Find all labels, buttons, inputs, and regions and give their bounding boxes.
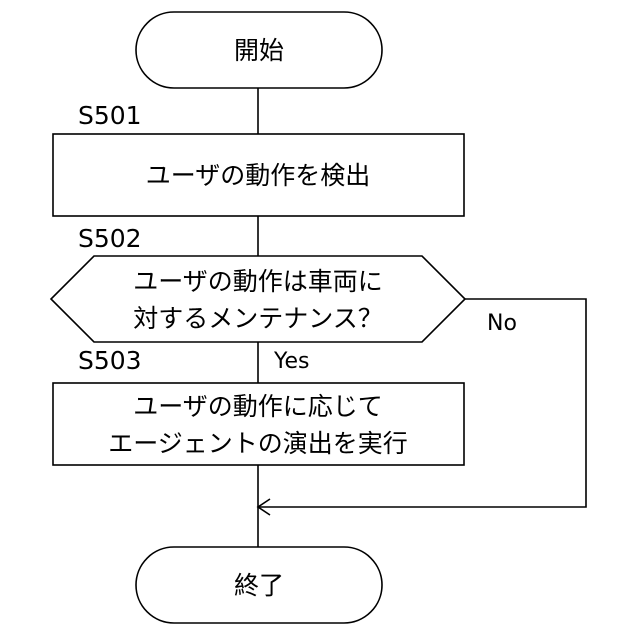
execute-label-line2: エージェントの演出を実行 — [108, 429, 408, 458]
step-label-s501: S501 — [78, 101, 142, 130]
execute-node: ユーザの動作に応じて エージェントの演出を実行 — [53, 383, 464, 465]
branch-label-no: No — [487, 311, 517, 336]
decision-label-line2: 対するメンテナンス？ — [133, 304, 383, 333]
start-node: 開始 — [136, 12, 382, 88]
step-label-s503: S503 — [78, 346, 142, 375]
branch-label-yes: Yes — [273, 349, 310, 374]
decision-label-line1: ユーザの動作は車両に — [133, 267, 383, 296]
execute-label-line1: ユーザの動作に応じて — [133, 392, 383, 421]
start-label: 開始 — [234, 36, 284, 65]
detect-node: ユーザの動作を検出 — [53, 134, 464, 216]
end-label: 終了 — [234, 571, 284, 600]
decision-node: ユーザの動作は車両に 対するメンテナンス？ — [51, 256, 465, 342]
step-label-s502: S502 — [78, 224, 142, 253]
detect-label: ユーザの動作を検出 — [146, 161, 371, 190]
end-node: 終了 — [136, 547, 382, 623]
